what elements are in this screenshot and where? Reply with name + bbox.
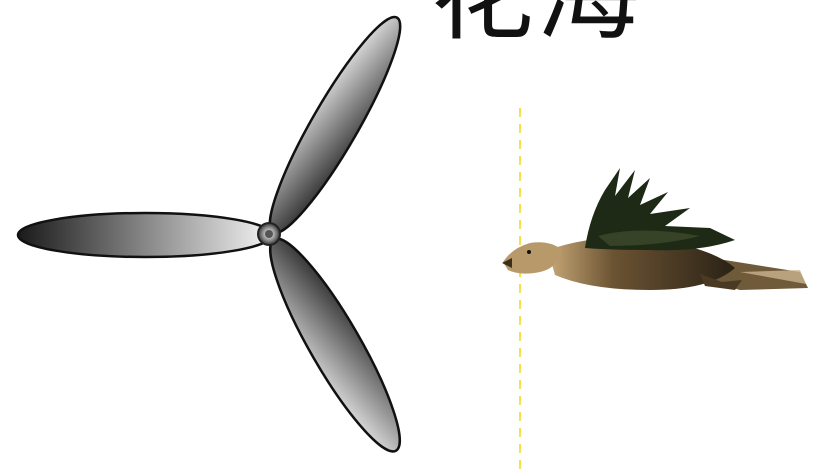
propeller-icon [18, 6, 418, 463]
propeller-blade-left [18, 213, 272, 257]
propeller-blade-lower [252, 227, 417, 463]
propeller-blade-upper [253, 6, 417, 244]
eagle-icon [502, 168, 808, 290]
